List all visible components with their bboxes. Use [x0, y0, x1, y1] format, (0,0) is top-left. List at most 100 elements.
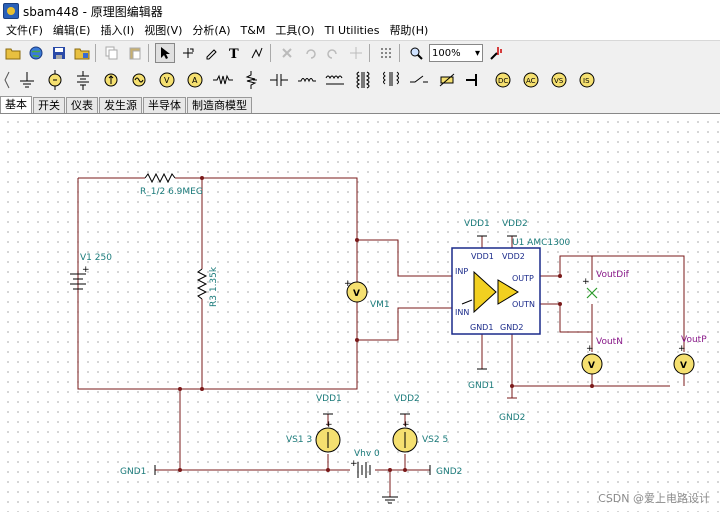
bus-end-bars: [154, 465, 431, 475]
label-vm1: VM1: [370, 300, 390, 310]
battery-icon[interactable]: [70, 67, 96, 93]
zoom-select[interactable]: 100% ▾: [429, 44, 483, 62]
coupled-inductor-icon[interactable]: [322, 67, 348, 93]
menu-insert[interactable]: 插入(I): [100, 24, 135, 37]
schematic-canvas[interactable]: R_1/2 6.9MEG R3 1.35k + V1 250 V + VM1 V…: [0, 114, 720, 512]
vm1-plus: +: [344, 279, 352, 289]
voutdif-probe[interactable]: [586, 287, 598, 299]
undo-icon[interactable]: [300, 43, 320, 63]
resistor-r12[interactable]: [144, 172, 176, 184]
label-voutdif: VoutDif: [596, 270, 630, 280]
tab-sources[interactable]: 发生源: [99, 97, 142, 113]
v1-plus: +: [82, 265, 90, 275]
pencil-icon[interactable]: [201, 43, 221, 63]
wire-meters-gnd: [591, 374, 685, 386]
amc1300-block[interactable]: [451, 247, 541, 335]
resistor-icon[interactable]: [210, 67, 236, 93]
potentiometer-icon[interactable]: [238, 67, 264, 93]
wire-inn: [357, 307, 452, 341]
voutp-plus: +: [678, 344, 686, 354]
main-toolbar: T 100% ▾: [0, 40, 720, 66]
label-gnd2-right: GND2: [436, 467, 462, 477]
label-voutn: VoutN: [596, 337, 623, 347]
paste-icon[interactable]: [125, 43, 145, 63]
amp-triangle-2: [497, 279, 519, 305]
menu-view[interactable]: 视图(V): [144, 24, 183, 37]
watermark: CSDN @爱上电路设计: [598, 492, 710, 505]
voutdif-plus: +: [582, 277, 590, 287]
svg-text:DC: DC: [498, 77, 508, 85]
ac-current-icon[interactable]: AC: [518, 67, 544, 93]
pin-gnd1: GND1: [470, 323, 493, 332]
title-bar: sbam448 - 原理图编辑器: [0, 0, 720, 22]
sine-source-icon[interactable]: [126, 67, 152, 93]
tab-switches[interactable]: 开关: [33, 97, 65, 113]
wire-cursor-icon[interactable]: [178, 43, 198, 63]
vs-source-icon[interactable]: VS: [546, 67, 572, 93]
voltmeter-voutp[interactable]: [673, 353, 695, 375]
menu-tools[interactable]: 工具(O): [275, 24, 315, 37]
text-icon[interactable]: T: [224, 43, 244, 63]
menu-edit[interactable]: 编辑(E): [52, 24, 91, 37]
svg-text:T: T: [229, 47, 239, 60]
switch-icon[interactable]: [406, 67, 432, 93]
menu-analysis[interactable]: 分析(A): [192, 24, 231, 37]
pin-inn: INN: [455, 308, 469, 317]
label-voutp: VoutP: [681, 335, 707, 345]
redo-icon[interactable]: [323, 43, 343, 63]
tab-basic[interactable]: 基本: [0, 96, 32, 113]
grid-icon[interactable]: [376, 43, 396, 63]
zoom-icon[interactable]: [406, 43, 426, 63]
tab-semiconductors[interactable]: 半导体: [143, 97, 186, 113]
dc-current-icon[interactable]: DC: [490, 67, 516, 93]
label-vs2: VS2 5: [422, 435, 448, 445]
resistor-r3[interactable]: [196, 268, 208, 300]
ideal-transformer-icon[interactable]: [378, 67, 404, 93]
menu-help[interactable]: 帮助(H): [389, 24, 429, 37]
crosshair-icon[interactable]: [346, 43, 366, 63]
chevron-left-icon[interactable]: [2, 67, 12, 93]
label-r3: R3 1.35k: [209, 266, 219, 307]
is-source-icon[interactable]: IS: [574, 67, 600, 93]
inductor-icon[interactable]: [294, 67, 320, 93]
save-icon[interactable]: [49, 43, 69, 63]
open-folder-icon[interactable]: [3, 43, 23, 63]
globe-icon[interactable]: [26, 43, 46, 63]
menu-tm[interactable]: T&M: [240, 23, 266, 37]
wire-supply: [481, 236, 513, 248]
window-title: sbam448 - 原理图编辑器: [23, 4, 163, 19]
zoom-value: 100%: [432, 47, 461, 59]
folder-icon[interactable]: [72, 43, 92, 63]
battery-v1[interactable]: [70, 273, 86, 290]
voltmeter-voutn[interactable]: [581, 353, 603, 375]
transformer-icon[interactable]: [350, 67, 376, 93]
tab-manufacturer-models[interactable]: 制造商模型: [187, 97, 252, 113]
chevron-down-icon: ▾: [474, 47, 480, 59]
ground-icon[interactable]: [14, 67, 40, 93]
ammeter-icon[interactable]: A: [182, 67, 208, 93]
voutp-letter: V: [680, 361, 687, 371]
voltmeter-icon[interactable]: V: [154, 67, 180, 93]
label-vs2-top: VDD2: [394, 394, 420, 404]
toolbar-separator: [270, 44, 271, 62]
capacitor-icon[interactable]: [266, 67, 292, 93]
voltage-source-icon[interactable]: [42, 67, 68, 93]
component-tabs: 基本 开关 仪表 发生源 半导体 制造商模型: [0, 96, 720, 114]
tab-meters[interactable]: 仪表: [66, 97, 98, 113]
battery-vhv[interactable]: [357, 462, 371, 478]
label-v1: V1 250: [80, 253, 112, 263]
copy-icon[interactable]: [102, 43, 122, 63]
wire-tool-icon[interactable]: [247, 43, 267, 63]
menu-file[interactable]: 文件(F): [6, 24, 43, 37]
menu-ti-utilities[interactable]: TI Utilities: [324, 23, 380, 37]
current-source-icon[interactable]: [98, 67, 124, 93]
voltmeter-vm1[interactable]: [346, 281, 368, 303]
select-arrow-icon[interactable]: [155, 43, 175, 63]
label-vdd1-top: VDD1: [464, 219, 490, 229]
terminal-icon[interactable]: [462, 67, 488, 93]
wire-supplies: [327, 414, 406, 497]
vs2-plus: +: [402, 420, 410, 430]
probe-icon[interactable]: [486, 43, 506, 63]
thermistor-icon[interactable]: [434, 67, 460, 93]
delete-icon[interactable]: [277, 43, 297, 63]
